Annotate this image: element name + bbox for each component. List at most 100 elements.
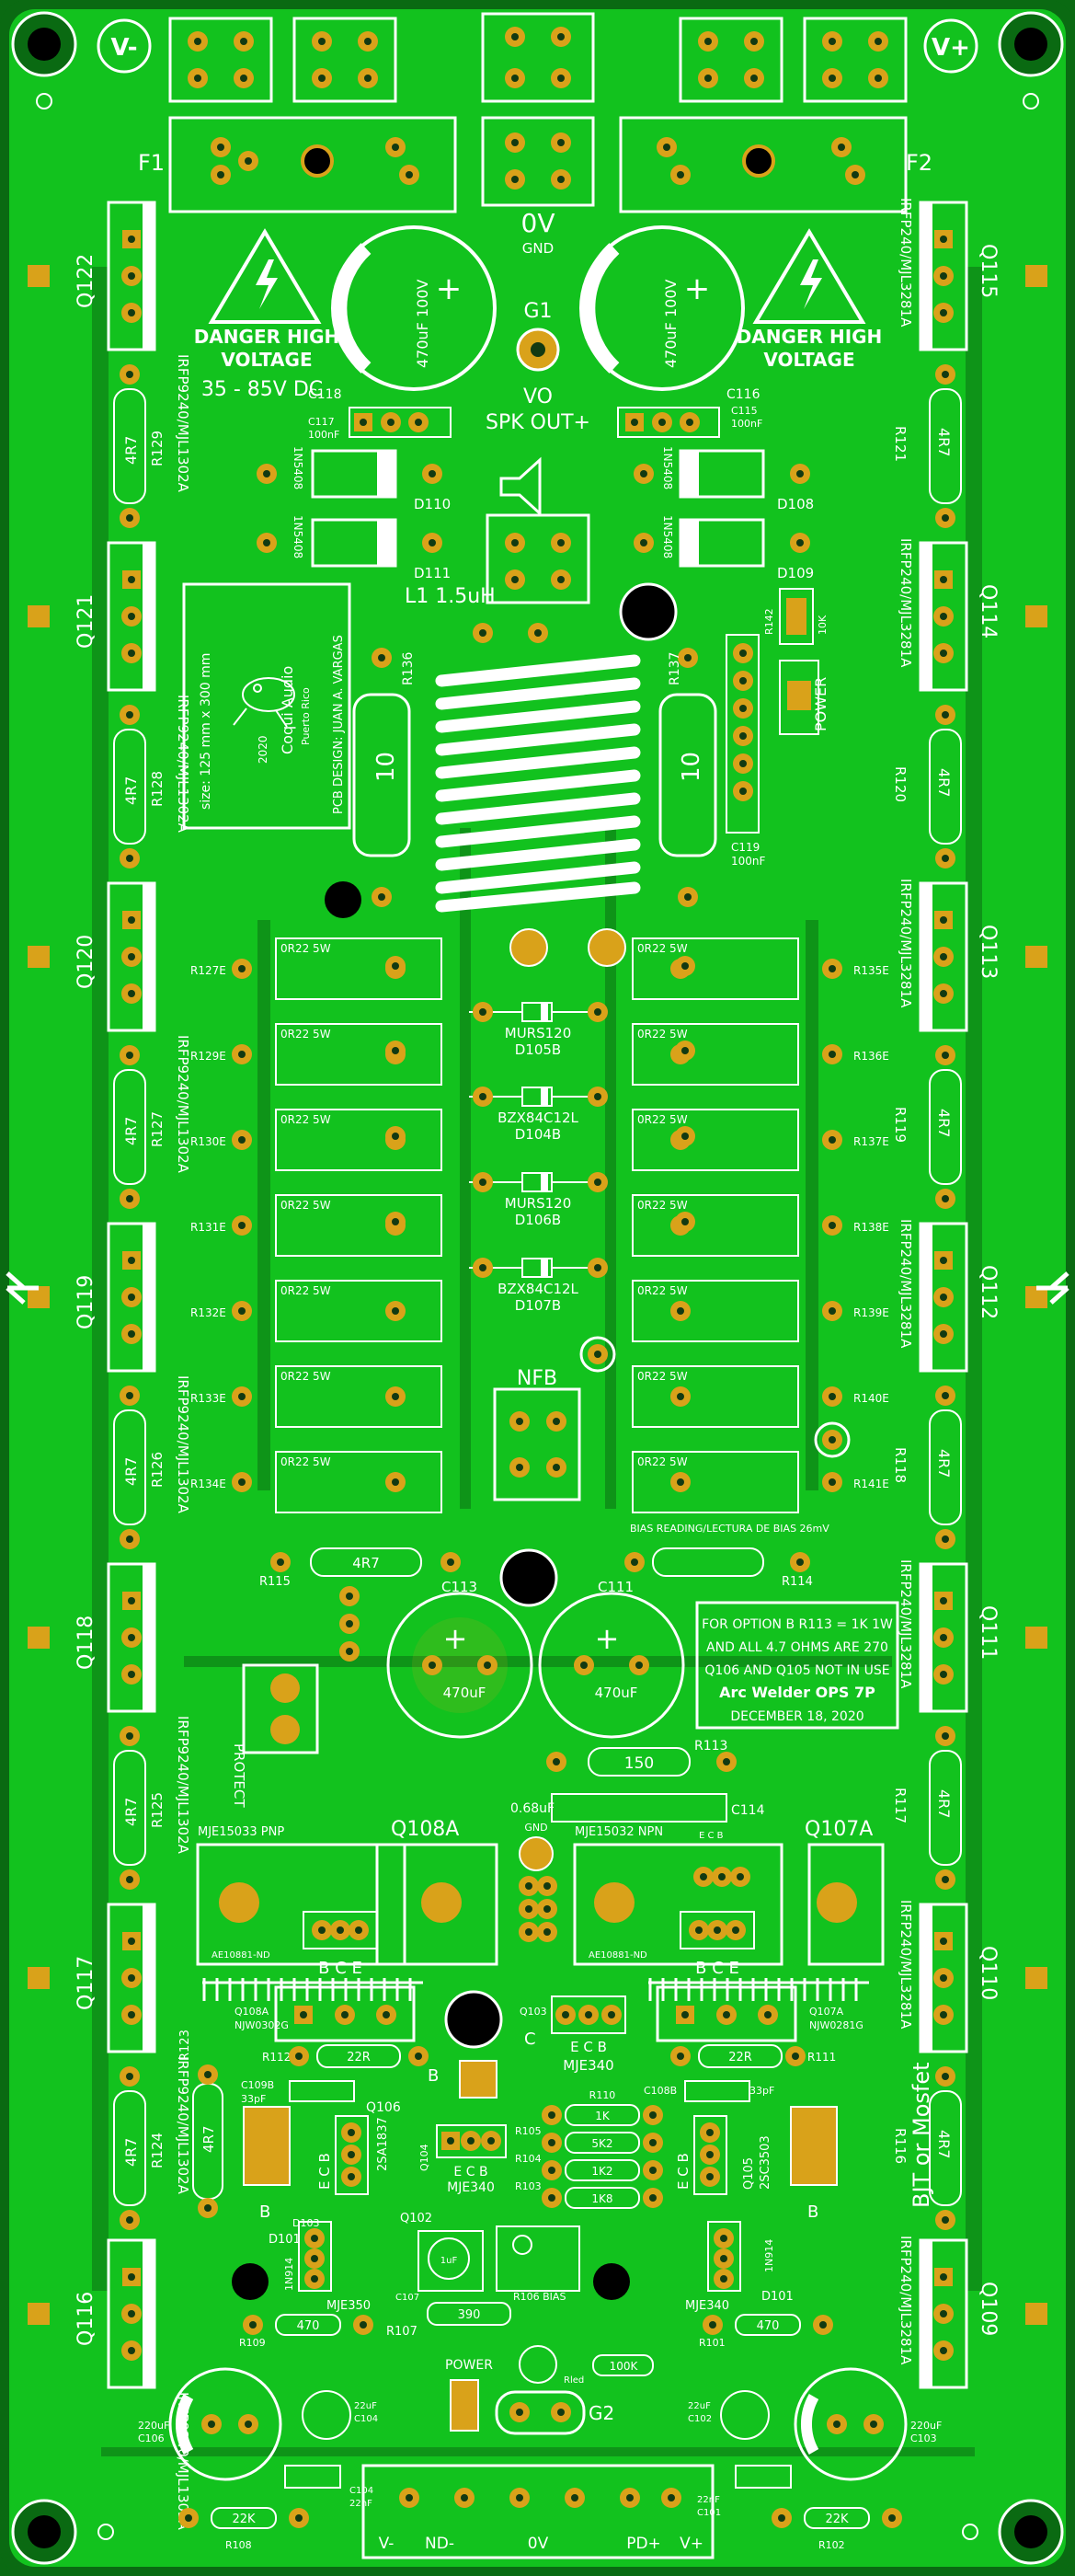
connector-pin-label: 0V bbox=[528, 2535, 549, 2553]
mount-pad bbox=[28, 265, 50, 287]
r113-body bbox=[588, 1747, 691, 1777]
c111-label: C111 bbox=[598, 1579, 634, 1595]
bulk-cap-right-value: 470uF 100V bbox=[662, 279, 680, 368]
transistor-part: IRFP240/MJL3281A bbox=[898, 538, 914, 668]
d110-label: D110 bbox=[414, 496, 451, 512]
d111-part: 1N5408 bbox=[292, 515, 304, 558]
transistor-part: IRFP9240/MJL1302A bbox=[175, 1716, 191, 1855]
q103-pins-top: E C B bbox=[699, 1831, 724, 1841]
protect-label: PROTECT bbox=[231, 1743, 247, 1808]
r109-value: 470 bbox=[297, 2319, 320, 2333]
logo-designer: PCB DESIGN: JUAN A. VARGAS bbox=[332, 635, 346, 814]
transistor-part: IRFP9240/MJL1302A bbox=[175, 354, 191, 493]
d101-left-label: D101 bbox=[269, 2233, 301, 2247]
q107a-hs-label: Q107A bbox=[809, 2006, 844, 2018]
r114-body bbox=[652, 1547, 764, 1577]
c119-header bbox=[726, 634, 760, 834]
mount-pad bbox=[1025, 2303, 1047, 2325]
center-diode-part: BZX84C12L bbox=[497, 1110, 578, 1126]
supply-range-label: 35 - 85V DC bbox=[201, 378, 323, 401]
emitter-resistor-value: 0R22 5W bbox=[280, 1284, 331, 1297]
r115-label: R115 bbox=[259, 1575, 291, 1589]
r137-label: R137 bbox=[668, 652, 682, 685]
c103-label: C103 bbox=[910, 2432, 937, 2444]
c114-gnd: GND bbox=[524, 1822, 547, 1834]
q108a-heatsink-box bbox=[196, 1843, 406, 1966]
mount-pad bbox=[1025, 1967, 1047, 1989]
mount-pad bbox=[1025, 946, 1047, 968]
c107-value: 1uF bbox=[440, 2256, 458, 2266]
c114-value: 0.68uF bbox=[510, 1801, 555, 1816]
gate-resistor-ref: R128 bbox=[149, 771, 166, 807]
danger-left bbox=[208, 228, 322, 324]
c106-label: C106 bbox=[138, 2432, 165, 2444]
q108a-label: Q108A bbox=[391, 1818, 459, 1841]
d111-label: D111 bbox=[414, 565, 451, 581]
emitter-resistor-ref: R131E bbox=[190, 1221, 226, 1234]
transistor-ref: Q116 bbox=[74, 2292, 97, 2346]
coqui-frog-logo bbox=[233, 677, 295, 728]
q106-pins: E C B bbox=[316, 2153, 333, 2190]
gate-resistor-value: 4R7 bbox=[935, 428, 953, 456]
copper-pour bbox=[9, 9, 1066, 2567]
q106-b-label: B bbox=[259, 2202, 270, 2222]
d101-left-part: 1N914 bbox=[283, 2258, 295, 2291]
mount-hole-driver bbox=[444, 1990, 503, 2049]
q107a-heatsink-part: AE10881-ND bbox=[589, 1950, 647, 1961]
rled-label: Rled bbox=[564, 2375, 584, 2386]
mount-hole-top bbox=[619, 582, 678, 641]
mount-pad bbox=[1025, 265, 1047, 287]
r142-value: 10K bbox=[817, 615, 829, 635]
q105-label: Q105 bbox=[742, 2157, 756, 2190]
emitter-resistor-ref: R134E bbox=[190, 1478, 226, 1490]
r103-value: 1K8 bbox=[591, 2192, 612, 2205]
c119-value: 100nF bbox=[731, 855, 766, 868]
transistor-ref: Q109 bbox=[977, 2282, 1000, 2336]
mount-pad bbox=[28, 1967, 50, 1989]
hole-right-lower bbox=[593, 2263, 630, 2300]
r136-body bbox=[352, 693, 411, 857]
gate-resistor-ref: R126 bbox=[149, 1452, 166, 1488]
emitter-resistor-value: 0R22 5W bbox=[637, 1199, 688, 1212]
q107a-njw-part: NJW0281G bbox=[809, 2019, 863, 2031]
c115-value: 100nF bbox=[731, 418, 762, 430]
bias-resistor-ladder bbox=[542, 2104, 663, 2209]
danger-left-line2: VOLTAGE bbox=[221, 349, 312, 371]
transistor-ref: Q110 bbox=[977, 1946, 1000, 2000]
power-bottom-label: POWER bbox=[445, 2358, 493, 2373]
v-plus-label: V+ bbox=[932, 34, 970, 62]
c113-label: C113 bbox=[441, 1579, 477, 1595]
diodes-1n5408 bbox=[257, 449, 810, 568]
r115-body bbox=[310, 1547, 422, 1577]
emitter-resistor-ref: R129E bbox=[190, 1050, 226, 1063]
emitter-resistor-value: 0R22 5W bbox=[280, 1455, 331, 1468]
ground-sub: GND bbox=[522, 240, 554, 257]
logo-brand-2: Puerto Rico bbox=[300, 687, 312, 745]
danger-right-line2: VOLTAGE bbox=[763, 349, 854, 371]
center-diode-ref: D105B bbox=[515, 1041, 561, 1058]
r110-value: 1K bbox=[595, 2110, 611, 2122]
gate-resistor-value: 4R7 bbox=[935, 1449, 953, 1478]
c116-label: C116 bbox=[726, 387, 761, 402]
gate-resistor-value: 4R7 bbox=[935, 1109, 953, 1137]
r106-label: R106 BIAS bbox=[513, 2291, 566, 2303]
q102-label: Q102 bbox=[400, 2212, 432, 2225]
emitter-resistor-ref: R132E bbox=[190, 1306, 226, 1319]
speaker-connector bbox=[486, 513, 590, 604]
center-diode-part: MURS120 bbox=[505, 1195, 572, 1212]
bias-reading-label: BIAS READING/LECTURA DE BIAS 26mV bbox=[630, 1523, 829, 1535]
q108a-njw bbox=[274, 1985, 416, 2042]
power-terminals bbox=[168, 12, 908, 103]
mount-pad bbox=[1025, 605, 1047, 627]
emitter-resistor-ref: R130E bbox=[190, 1135, 226, 1148]
